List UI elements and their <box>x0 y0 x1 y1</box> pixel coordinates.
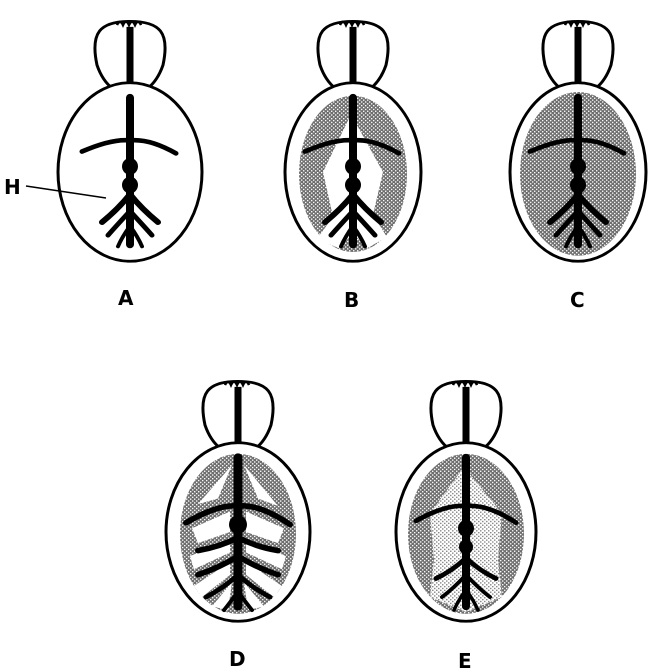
specimen-c-label: C <box>570 288 585 312</box>
specimen-b-body <box>285 21 421 261</box>
specimen-e: E <box>396 381 536 672</box>
specimen-a-label: A <box>118 286 134 310</box>
specimen-a-body <box>58 21 202 261</box>
pointer-h-label: H <box>4 175 21 199</box>
specimen-e-body <box>396 381 536 621</box>
specimen-d-label: D <box>229 647 246 671</box>
specimen-a: H A <box>4 21 202 310</box>
specimen-d-body <box>166 381 310 621</box>
specimen-d: D <box>166 381 310 671</box>
specimen-b: B <box>285 21 421 312</box>
specimen-e-label: E <box>458 649 472 672</box>
specimen-c-body <box>510 21 646 261</box>
specimen-c: C <box>510 21 646 312</box>
specimen-b-label: B <box>344 288 359 312</box>
